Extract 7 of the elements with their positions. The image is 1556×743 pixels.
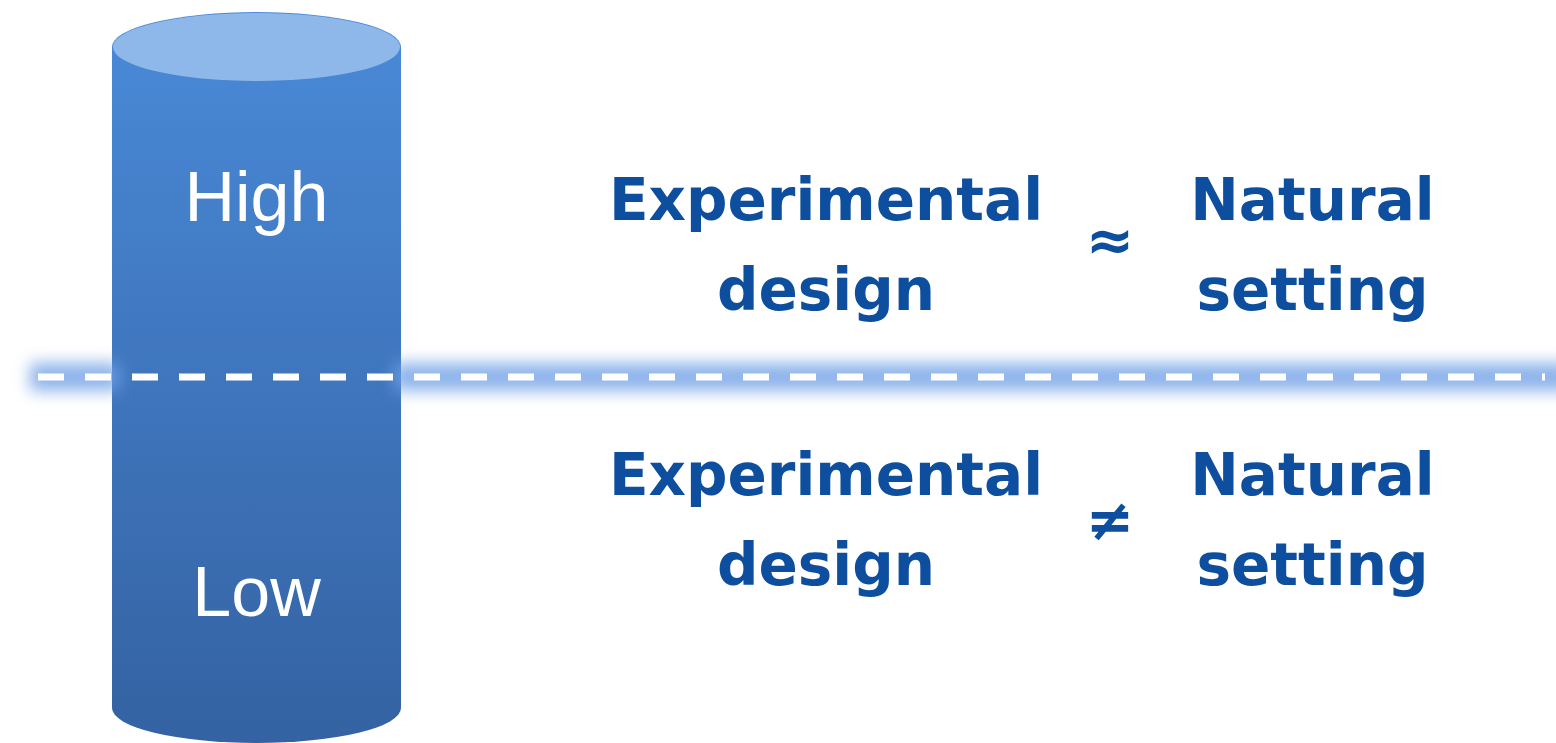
level-label: Low (191, 557, 322, 627)
text-label: Natural setting (1189, 440, 1436, 601)
relation-symbol: ≈ (1084, 205, 1136, 276)
text-label: Experimental design (607, 440, 1045, 601)
relation-symbol: ≠ (1084, 485, 1136, 556)
text-label: Natural setting (1189, 165, 1436, 326)
text-label: Experimental design (607, 165, 1045, 326)
